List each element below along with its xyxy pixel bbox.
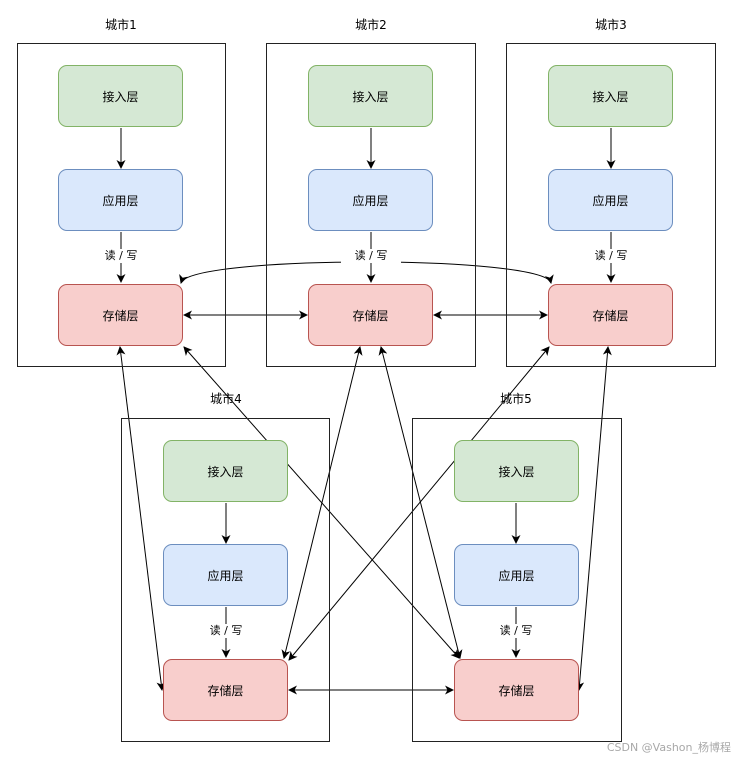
city5-app-layer[interactable]: 应用层 xyxy=(454,544,579,606)
city3-access-layer[interactable]: 接入层 xyxy=(548,65,673,127)
city1-rw-label: 读 / 写 xyxy=(91,249,151,263)
city3-storage-layer[interactable]: 存储层 xyxy=(548,284,673,346)
city4-title: 城市4 xyxy=(210,392,242,406)
city5-title: 城市5 xyxy=(500,392,532,406)
city1-frame xyxy=(17,43,226,367)
city1-storage-layer[interactable]: 存储层 xyxy=(58,284,183,346)
city2-access-layer[interactable]: 接入层 xyxy=(308,65,433,127)
city4-rw-label: 读 / 写 xyxy=(196,624,256,638)
city5-access-layer[interactable]: 接入层 xyxy=(454,440,579,502)
city2-rw-label: 读 / 写 xyxy=(341,249,401,263)
city2-title: 城市2 xyxy=(355,18,387,32)
city4-access-layer[interactable]: 接入层 xyxy=(163,440,288,502)
city2-storage-layer[interactable]: 存储层 xyxy=(308,284,433,346)
city4-storage-layer[interactable]: 存储层 xyxy=(163,659,288,721)
city2-app-layer[interactable]: 应用层 xyxy=(308,169,433,231)
watermark: CSDN @Vashon_杨博程 xyxy=(606,741,731,754)
city4-frame xyxy=(121,418,330,742)
city5-rw-label: 读 / 写 xyxy=(486,624,546,638)
city1-title: 城市1 xyxy=(105,18,137,32)
city5-storage-layer[interactable]: 存储层 xyxy=(454,659,579,721)
city4-app-layer[interactable]: 应用层 xyxy=(163,544,288,606)
city1-app-layer[interactable]: 应用层 xyxy=(58,169,183,231)
city1-access-layer[interactable]: 接入层 xyxy=(58,65,183,127)
city2-frame xyxy=(266,43,476,367)
city3-frame xyxy=(506,43,716,367)
city3-rw-label: 读 / 写 xyxy=(581,249,641,263)
city5-frame xyxy=(412,418,622,742)
city3-app-layer[interactable]: 应用层 xyxy=(548,169,673,231)
city3-title: 城市3 xyxy=(595,18,627,32)
